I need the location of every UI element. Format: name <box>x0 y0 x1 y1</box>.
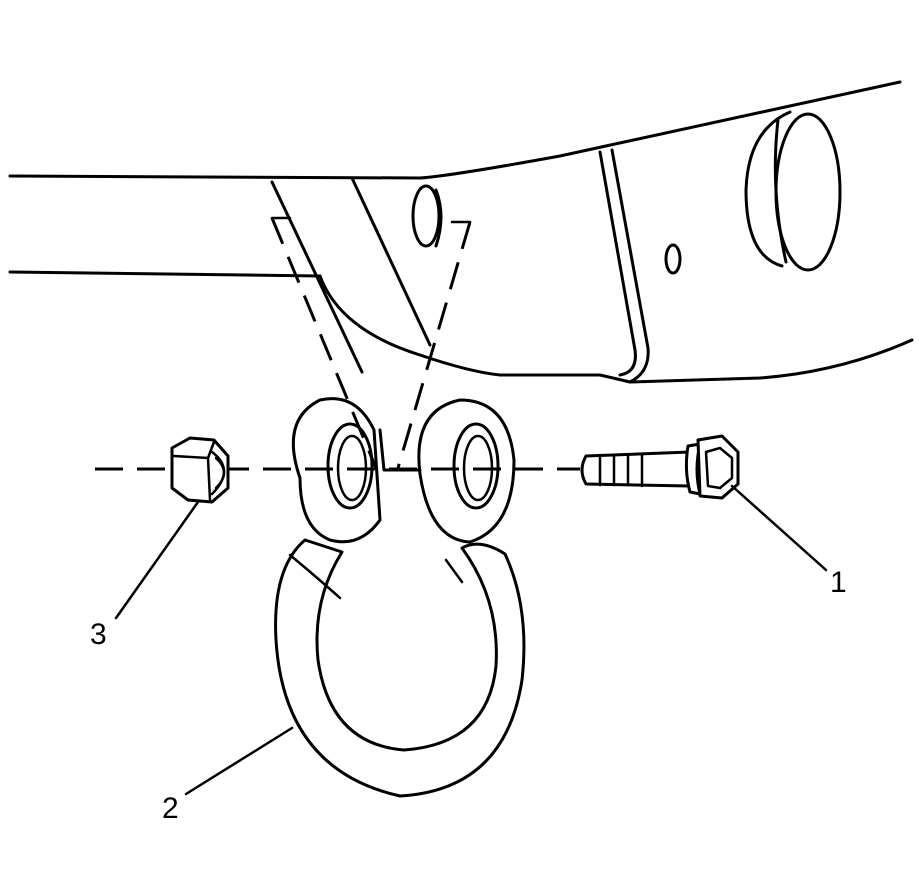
frame-rail <box>8 80 914 384</box>
callout-2-label: 2 <box>162 792 179 825</box>
callout-3-label: 3 <box>90 618 107 651</box>
bolt <box>580 434 740 500</box>
leader-lines <box>114 484 828 796</box>
mounting-bracket <box>270 148 650 384</box>
mounting-holes <box>411 184 682 275</box>
callout-1-label: 1 <box>830 566 847 599</box>
shackle <box>274 397 526 798</box>
nut <box>170 436 230 504</box>
frame-end-plug <box>744 110 842 272</box>
